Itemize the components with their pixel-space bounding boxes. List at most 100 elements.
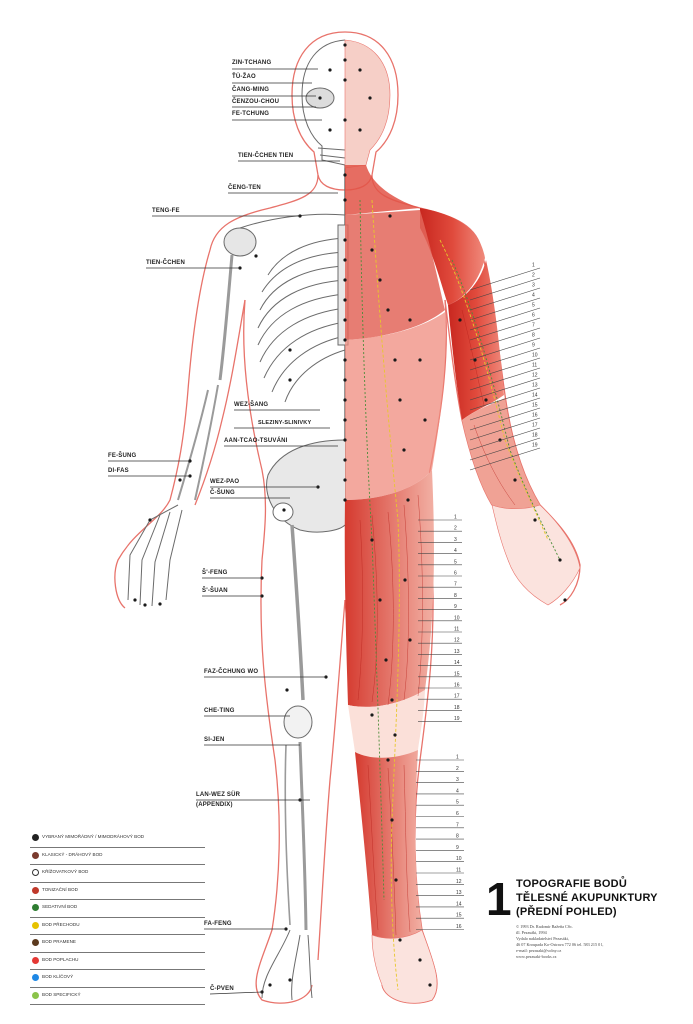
scale-tick-label: 19 [454, 716, 460, 722]
acupuncture-point [178, 478, 182, 482]
label-sleziny-slinivky: SLEZINY-SLINIVKY [258, 420, 312, 426]
scale-tick-label: 8 [454, 593, 457, 599]
label-di-fas: DI-FAS [108, 468, 129, 474]
scale-tick-label: 2 [456, 766, 459, 772]
imprint-line: © 1993 Dr. Radomír Bažeňa CSc. [516, 924, 574, 929]
scale-tick-label: 17 [532, 423, 538, 429]
acupuncture-point [398, 938, 402, 942]
scale-tick [469, 377, 541, 401]
scale-tick-label: 8 [456, 834, 459, 840]
legend-text: BOD SPECIFICKÝ [42, 991, 81, 997]
scale-tick-label: 5 [532, 303, 535, 309]
label-teng-fe: TENG-FE [152, 208, 180, 214]
legend-dot-icon [32, 921, 39, 929]
acupuncture-point [288, 378, 292, 382]
legend-dot-icon [32, 851, 39, 859]
label-appendix: (APPENDIX) [196, 802, 233, 808]
acupuncture-point [390, 818, 394, 822]
acupuncture-point [370, 248, 374, 252]
scale-tick-label: 2 [532, 273, 535, 279]
scale-tick-label: 3 [456, 777, 459, 783]
legend-text: BOD PRAMENE [42, 939, 76, 944]
scale-tick-label: 9 [456, 845, 459, 851]
legend-text: TONIZAČNÍ BOD [42, 886, 78, 892]
acupuncture-point [386, 308, 390, 312]
imprint-line: www.pezasaki-books.cz [516, 954, 557, 959]
acupuncture-point [384, 658, 388, 662]
acupuncture-points [133, 43, 567, 994]
acupuncture-point [343, 438, 347, 442]
acupuncture-point [368, 96, 372, 100]
acupuncture-point [343, 278, 347, 282]
label-s-feng: Š'-FENG [202, 570, 228, 576]
scale-tick-label: 3 [454, 537, 457, 543]
legend-dot-icon [32, 956, 39, 964]
legend-dot-icon [32, 939, 39, 946]
scale-tick [469, 267, 541, 291]
label-ceng-ten: ČENG-TEN [228, 185, 261, 191]
scale-tick [469, 337, 541, 361]
acupuncture-point [343, 338, 347, 342]
acupuncture-point [370, 713, 374, 717]
scale-tick [469, 417, 541, 441]
scale-tick-label: 16 [454, 683, 460, 689]
scale-tick-label: 15 [456, 913, 462, 919]
acupuncture-point [343, 318, 347, 322]
acupuncture-point [378, 598, 382, 602]
acupuncture-point [358, 128, 362, 132]
scale-tick [469, 287, 541, 311]
acupuncture-point [402, 448, 406, 452]
acupuncture-point [343, 378, 347, 382]
imprint-line: Vydalo nakladatelství Pezasáki, [516, 936, 569, 941]
scale-tick [469, 317, 541, 341]
acupuncture-point [418, 358, 422, 362]
acupuncture-point [563, 598, 567, 602]
acupuncture-point [343, 198, 347, 202]
acupuncture-point [428, 983, 432, 987]
label-c-pven: Č-PVEN [210, 986, 234, 992]
acupuncture-point [513, 478, 517, 482]
legend-row: BOD SPECIFICKÝ [30, 988, 205, 1005]
legend: VYBRANÝ MIMOŘÁDNÝ / MIMODRÁHOVÝ BOD KLAS… [30, 830, 205, 1005]
scale-tick-label: 11 [456, 868, 461, 874]
legend-dot-icon [32, 834, 39, 841]
legend-text: VYBRANÝ MIMOŘÁDNÝ / MIMODRÁHOVÝ BOD [42, 834, 145, 839]
legend-dot-icon [32, 974, 39, 981]
acupuncture-point [343, 238, 347, 242]
acupuncture-point [394, 878, 398, 882]
legend-row: KLASICKÝ - DRÁHOVÝ BOD [30, 848, 205, 865]
acupuncture-point [378, 278, 382, 282]
legend-dot-icon [32, 904, 39, 911]
legend-dot-icon [32, 869, 39, 876]
scale-tick-label: 13 [454, 649, 460, 655]
scale-tick-label: 16 [456, 924, 462, 930]
page-title-line-3: (PŘEDNÍ POHLED) [516, 906, 617, 918]
label-tien-cchen: TIEN-ČCHEN [146, 260, 185, 266]
scale-tick-label: 4 [454, 548, 457, 554]
imprint-line: 46 07 Kroupada Ko-Ostrava 772 06 tel. 58… [516, 942, 604, 947]
label-aan-tcao-tsuvani: AAN-TCAO-TSUVÁNI [224, 438, 288, 444]
acupuncture-point [423, 418, 427, 422]
acupuncture-point [398, 398, 402, 402]
scale-tick-label: 9 [454, 604, 457, 610]
scale-tick-label: 6 [532, 313, 535, 319]
acupuncture-point [358, 68, 362, 72]
label-cang-ming: ČANG-MING [232, 87, 270, 93]
scale-tick-label: 8 [532, 333, 535, 339]
muscle-half [344, 39, 581, 1004]
legend-row: TONIZAČNÍ BOD [30, 883, 205, 900]
acupuncture-point [343, 58, 347, 62]
acupuncture-point [343, 418, 347, 422]
scale-tick-label: 6 [454, 571, 457, 577]
acupuncture-point [343, 498, 347, 502]
acupuncture-point [318, 96, 322, 100]
label-wez-pao: WEZ-PAO [210, 479, 240, 485]
legend-text: SEDATIVNÍ BOD [42, 904, 78, 909]
scale-tick [469, 327, 541, 351]
scale-tick-label: 15 [532, 403, 538, 409]
scale-tick-label: 5 [454, 559, 457, 565]
